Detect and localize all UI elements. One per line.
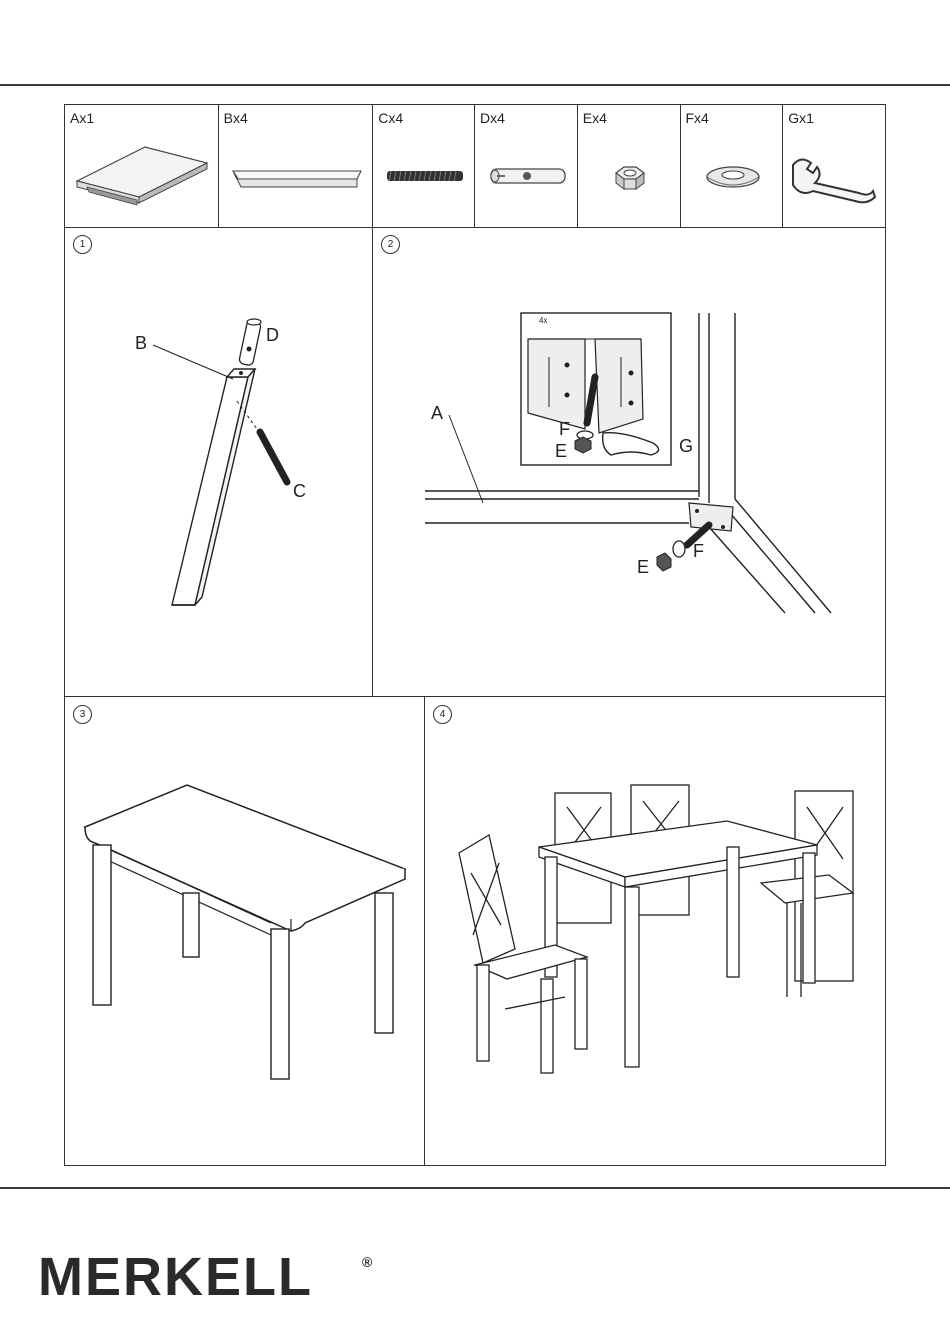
inset-count: 4x: [539, 316, 547, 325]
hex-nut-icon: [578, 135, 681, 225]
part-label: Cx4: [378, 110, 403, 126]
callout-f-inset: F: [559, 419, 570, 439]
callout-b: B: [135, 333, 147, 353]
part-b: Bx4: [219, 105, 374, 227]
callout-d: D: [266, 325, 279, 345]
wrench-icon: [783, 135, 885, 225]
tabletop-icon: [65, 135, 219, 225]
part-c: Cx4: [373, 105, 475, 227]
callout-g: G: [679, 436, 693, 456]
part-label: Fx4: [686, 110, 709, 126]
part-label: Gx1: [788, 110, 814, 126]
step-4-illustration: [425, 697, 886, 1166]
part-g: Gx1: [783, 105, 885, 227]
bottom-rule: [0, 1187, 950, 1189]
step-3-illustration: [65, 697, 425, 1166]
callout-e-inset: E: [555, 441, 567, 461]
callout-c: C: [293, 481, 306, 501]
threaded-rod-icon: [373, 135, 475, 225]
part-d: Dx4: [475, 105, 578, 227]
step-2-illustration: 4x: [373, 227, 886, 697]
step-2-panel: 2 4x: [373, 227, 886, 697]
callout-f: F: [693, 541, 704, 561]
callout-e: E: [637, 557, 649, 577]
parts-list: Ax1 Bx4 Cx4: [65, 105, 885, 228]
part-label: Ex4: [583, 110, 607, 126]
step-4-panel: 4: [425, 697, 886, 1166]
washer-icon: [681, 135, 784, 225]
leg-icon: [219, 135, 374, 225]
part-a: Ax1: [65, 105, 219, 227]
callout-a: A: [431, 403, 443, 423]
step-1-illustration: B D C: [65, 227, 373, 697]
step-3-panel: 3: [65, 697, 425, 1166]
top-rule: [0, 84, 950, 86]
instruction-sheet: Ax1 Bx4 Cx4: [64, 104, 886, 1166]
part-label: Bx4: [224, 110, 248, 126]
step-1-panel: 1 B D C: [65, 227, 373, 697]
registered-mark: ®: [362, 1254, 372, 1270]
part-e: Ex4: [578, 105, 681, 227]
part-label: Dx4: [480, 110, 505, 126]
brand-logo: MERKELL: [38, 1246, 313, 1308]
part-label: Ax1: [70, 110, 94, 126]
part-f: Fx4: [681, 105, 784, 227]
barrel-nut-icon: [475, 135, 578, 225]
